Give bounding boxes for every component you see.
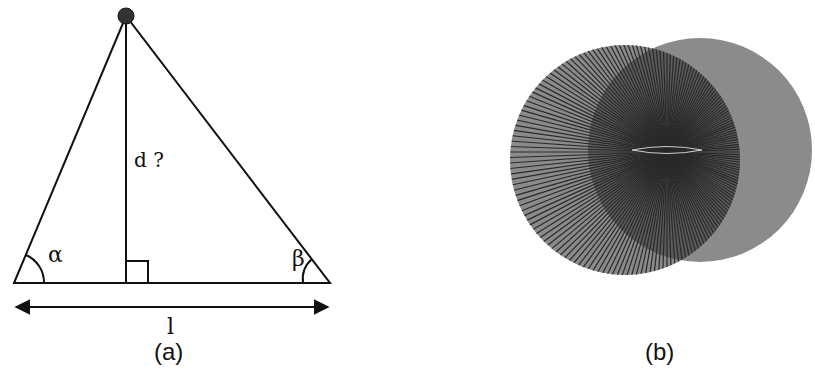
apex-dot: [118, 8, 134, 24]
moire-line: [508, 135, 815, 168]
distance-label: d ?: [134, 150, 164, 170]
altitude-line: [125, 16, 127, 283]
angle-label: β: [292, 248, 305, 270]
triangle-figure: [14, 16, 330, 307]
angle-label: α: [48, 244, 63, 266]
triangle: [14, 16, 330, 283]
moire-figure: [507, 0, 815, 312]
moire-lines: [507, 0, 815, 312]
center-lens: [632, 147, 702, 154]
dimension-label: l: [167, 316, 174, 338]
right-angle-mark: [126, 261, 148, 283]
moire-line: [507, 146, 815, 157]
panel-label: (b): [645, 340, 674, 364]
moire-line: [507, 141, 815, 163]
panel-label: (a): [154, 340, 183, 364]
angle-arc: [26, 255, 44, 283]
dimension-arrow: [16, 306, 328, 308]
